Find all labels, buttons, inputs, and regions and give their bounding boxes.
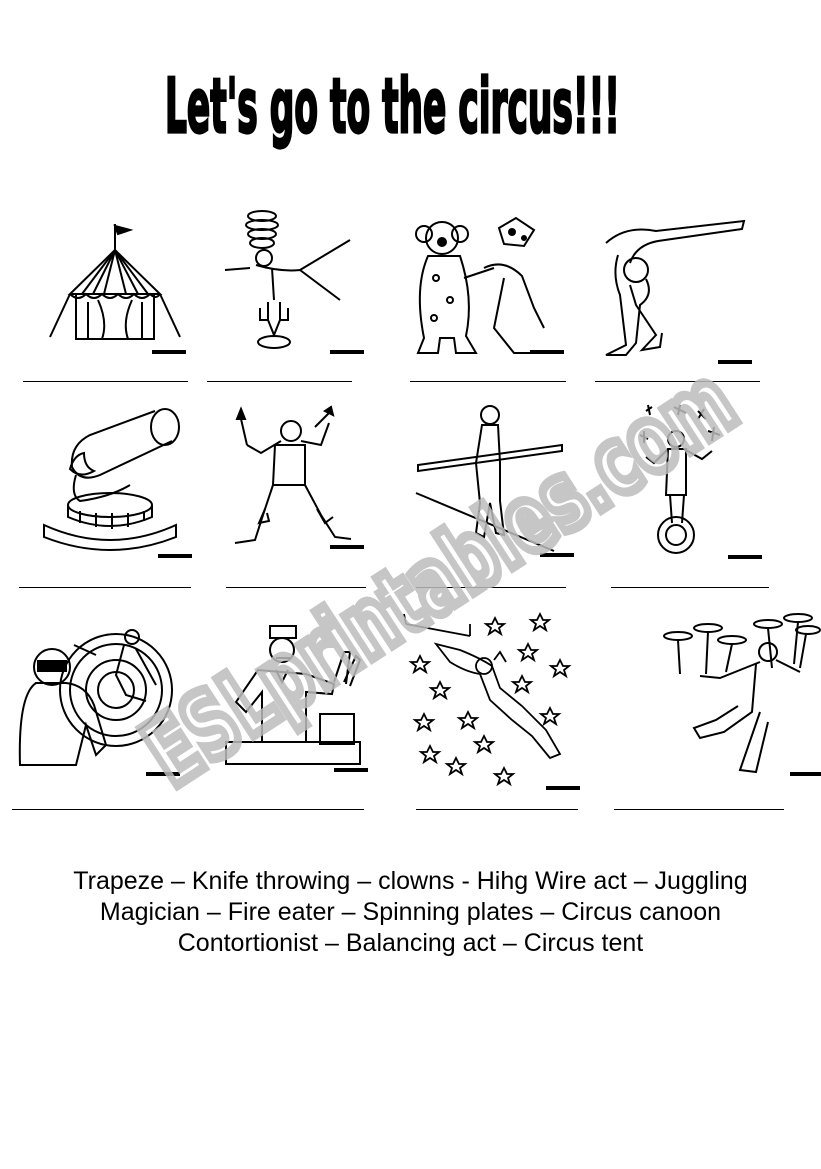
worksheet-title-text: Let's go to the circus!!! bbox=[165, 64, 620, 151]
image-credit bbox=[334, 768, 368, 772]
circus-tent-icon bbox=[48, 222, 182, 347]
image-credit bbox=[728, 555, 762, 559]
answer-line[interactable] bbox=[23, 381, 188, 382]
circus-cannon-icon bbox=[40, 405, 182, 553]
image-credit bbox=[330, 350, 364, 354]
word-bank: Trapeze – Knife throwing – clowns - Hihg… bbox=[0, 866, 821, 959]
high-wire-act-icon bbox=[414, 403, 564, 552]
image-credit bbox=[540, 553, 574, 557]
word-bank-line: Trapeze – Knife throwing – clowns - Hihg… bbox=[73, 867, 748, 895]
image-credit bbox=[152, 350, 186, 354]
answer-line[interactable] bbox=[416, 587, 566, 588]
answer-line[interactable] bbox=[207, 381, 352, 382]
worksheet-title: Let's go to the circus!!! bbox=[160, 62, 630, 157]
image-credit bbox=[330, 545, 364, 549]
answer-line[interactable] bbox=[19, 587, 191, 588]
image-credit bbox=[790, 772, 821, 776]
answer-line[interactable] bbox=[410, 381, 566, 382]
contortionist-icon bbox=[596, 215, 748, 360]
word-bank-line: Contortionist – Balancing act – Circus t… bbox=[177, 929, 644, 957]
answer-line[interactable] bbox=[12, 809, 364, 810]
answer-line[interactable] bbox=[226, 587, 366, 588]
fire-eater-icon bbox=[225, 405, 360, 550]
knife-throwing-icon bbox=[16, 615, 176, 775]
image-credit bbox=[146, 772, 180, 776]
image-credit bbox=[718, 360, 752, 364]
magician-icon bbox=[222, 622, 362, 770]
image-credit bbox=[530, 350, 564, 354]
spinning-plates-icon bbox=[660, 612, 821, 777]
answer-line[interactable] bbox=[614, 809, 784, 810]
answer-line[interactable] bbox=[416, 809, 578, 810]
juggling-icon bbox=[636, 404, 726, 557]
trapeze-icon bbox=[400, 610, 572, 788]
clowns-icon bbox=[404, 208, 554, 360]
answer-line[interactable] bbox=[611, 587, 769, 588]
word-bank-line: Magician – Fire eater – Spinning plates … bbox=[99, 898, 722, 926]
image-credit bbox=[158, 554, 192, 558]
answer-line[interactable] bbox=[595, 381, 760, 382]
balancing-act-icon bbox=[220, 210, 360, 355]
image-credit bbox=[546, 786, 580, 790]
